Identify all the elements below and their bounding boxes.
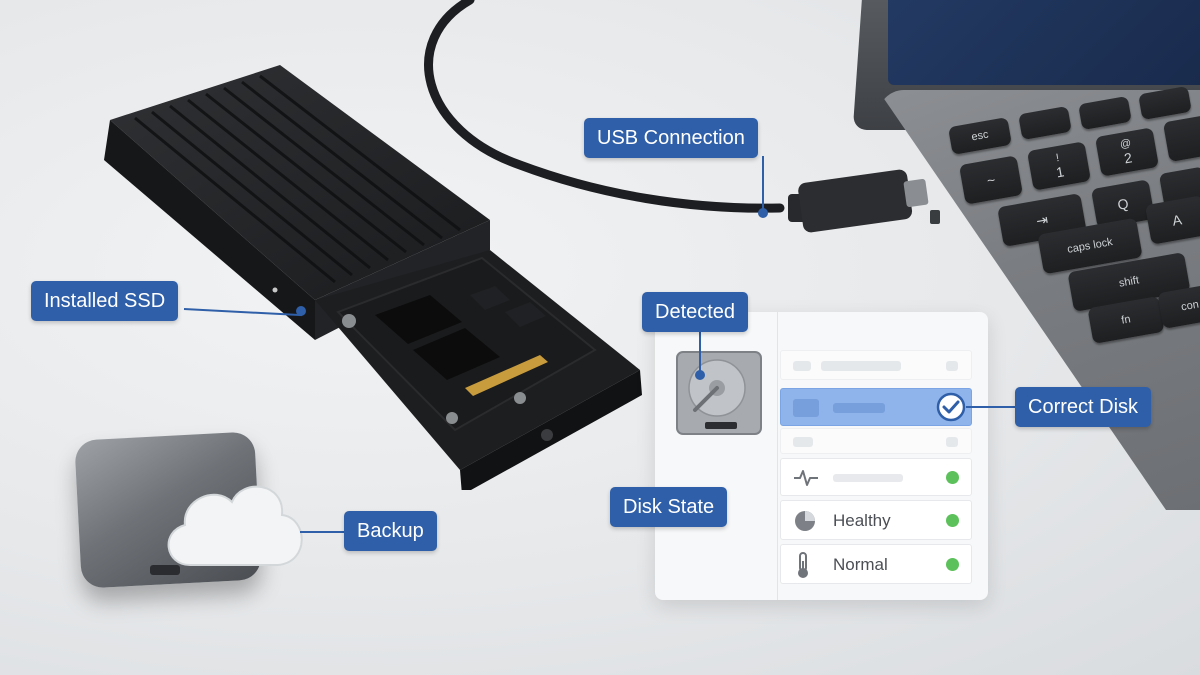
detected-anchor [695,370,705,380]
usb-connection-leader [762,156,764,212]
health-label: Healthy [833,511,891,530]
disk-list-row[interactable] [780,428,972,454]
detected-leader [699,330,701,375]
pie-chart-icon [795,511,815,531]
status-row-activity [780,458,972,496]
panel-divider [777,312,778,600]
disk-list-row[interactable] [780,350,972,380]
backup-callout: Backup [344,511,437,551]
status-dot [946,471,959,484]
backup-drive-port [150,565,180,575]
hard-drive-icon [676,351,762,435]
status-row-health: Healthy [780,500,972,540]
backup-leader [300,531,345,533]
temperature-label: Normal [833,555,888,574]
detected-callout: Detected [642,292,749,332]
usb-connection-anchor [758,208,768,218]
laptop-screen [888,0,1200,85]
usb-connection-callout: USB Connection [584,118,758,158]
status-row-temperature: Normal [780,544,972,584]
ssd-enclosure [104,65,642,490]
correct-disk-leader [966,406,1016,408]
status-dot [946,558,959,571]
correct-disk-callout: Correct Disk [1015,387,1152,427]
installed-ssd-anchor [296,306,306,316]
check-circle-icon [936,392,966,422]
pulse-icon [794,470,818,486]
cloud-icon [167,485,303,566]
status-dot [946,514,959,527]
thermometer-icon [798,552,808,578]
installed-ssd-callout: Installed SSD [31,281,179,321]
disk-state-callout: Disk State [610,487,728,527]
